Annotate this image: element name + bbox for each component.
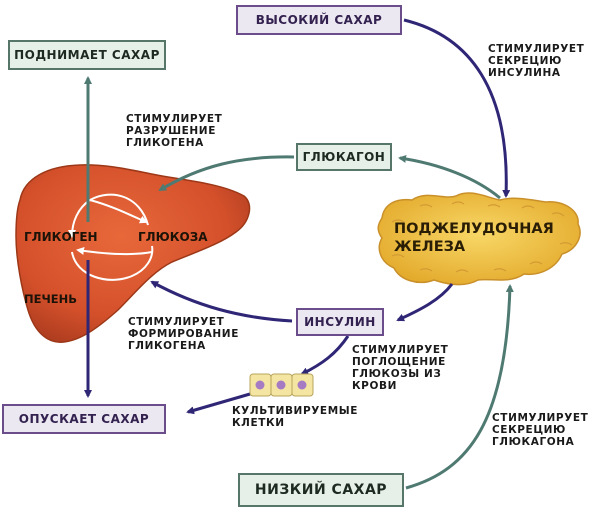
cycle-arrow-to-glycogen [76, 246, 153, 256]
lowers-sugar-box: ОПУСКАЕТ САХАР [2, 404, 166, 434]
low-sugar-box: НИЗКИЙ САХАР [238, 473, 404, 507]
high-sugar-box: ВЫСОКИЙ САХАР [236, 5, 402, 35]
label-cultured-cells: КУЛЬТИВИРУЕМЫЕ КЛЕТКИ [232, 405, 359, 429]
pancreas-label-line-2: ЖЕЛЕЗА [394, 239, 466, 255]
pancreas-label: ПОДЖЕЛУДОЧНАЯ ЖЕЛЕЗА [394, 220, 554, 256]
arrow-cells-to-lowers-sugar [186, 392, 251, 415]
arrow-high-sugar-to-pancreas [403, 18, 511, 198]
cultured-cells-icon [249, 373, 314, 397]
arrow-glucagon-to-liver [158, 155, 295, 192]
arrow-pancreas-to-insulin [396, 283, 454, 322]
liver-label: ПЕЧЕНЬ [24, 292, 78, 306]
glucagon-box: ГЛЮКАГОН [296, 143, 392, 171]
arrow-insulin-to-liver [150, 280, 293, 323]
label-stim-glucagon-secretion: СТИМУЛИРУЕТ СЕКРЕЦИЮ ГЛЮКАГОНА [492, 412, 589, 448]
label-stim-insulin-secretion: СТИМУЛИРУЕТ СЕКРЕЦИЮ ИНСУЛИНА [488, 43, 585, 79]
arrow-low-sugar-to-pancreas [405, 284, 514, 490]
label-stim-glycogen-breakdown: СТИМУЛИРУЕТ РАЗРУШЕНИЕ ГЛИКОГЕНА [126, 113, 223, 149]
pancreas-texture [391, 201, 573, 273]
arrow-pancreas-to-glucagon [398, 154, 501, 200]
glucose-label: ГЛЮКОЗА [138, 230, 208, 244]
label-stim-glycogen-formation: СТИМУЛИРУЕТ ФОРМИРОВАНИЕ ГЛИКОГЕНА [128, 316, 239, 352]
pancreas-shape [377, 192, 581, 286]
insulin-box: ИНСУЛИН [296, 308, 384, 336]
pancreas-label-line-1: ПОДЖЕЛУДОЧНАЯ [394, 221, 554, 237]
glucose-to-glycogen-cycle-line [71, 245, 154, 281]
arrow-insulin-to-cells [300, 335, 350, 376]
cycle-arrow-to-glucose [89, 199, 148, 224]
raises-sugar-box: ПОДНИМАЕТ САХАР [8, 40, 166, 70]
label-stim-glucose-uptake: СТИМУЛИРУЕТ ПОГЛОЩЕНИЕ ГЛЮКОЗЫ ИЗ КРОВИ [352, 344, 449, 392]
glycogen-label: ГЛИКОГЕН [24, 230, 98, 244]
